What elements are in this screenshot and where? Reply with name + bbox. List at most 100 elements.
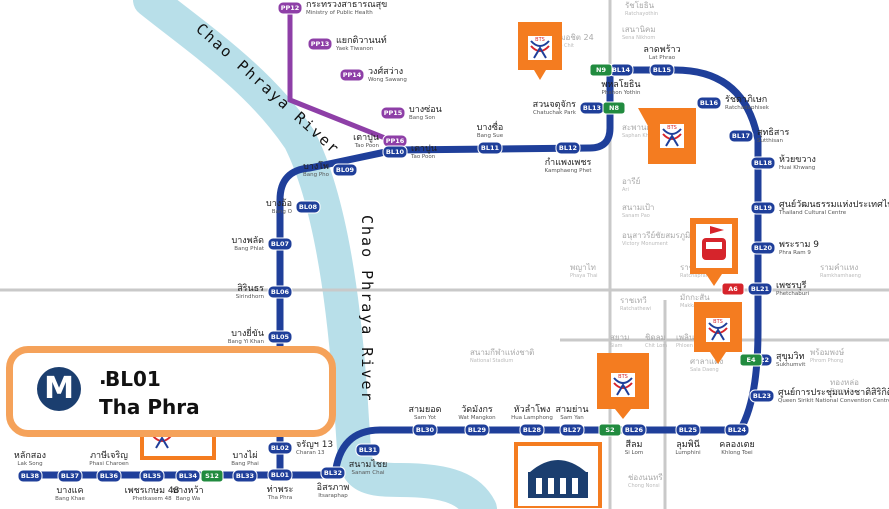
station-label-en: Chatuchak Park: [533, 110, 577, 116]
station-code-badge: BL21: [751, 285, 770, 293]
station-code-badge: BL33: [236, 472, 254, 480]
station-code-badge: PP13: [311, 40, 330, 48]
station-label-th: สามย่าน: [556, 405, 589, 415]
station-code-badge: BL15: [653, 66, 672, 74]
background-label-en: Ratchayothin: [625, 11, 658, 17]
background-station: พร้อมพงษ์Phrom Phong: [810, 347, 844, 364]
bts-callout-chatuchak: [518, 22, 562, 80]
station-label-en: Bang Yi Khan: [228, 339, 265, 345]
background-label-en: Sanam Pao: [622, 213, 650, 219]
interchange-badge-a6: A6: [721, 282, 745, 296]
background-label-th: เสนานิคม: [622, 25, 656, 34]
station-label-th: อิสรภาพ: [317, 482, 350, 493]
station-code-badge: BL08: [299, 203, 318, 211]
background-station: ราชเทวีRatchathewi: [620, 296, 651, 312]
station-label-th: สนามไชย: [349, 459, 388, 470]
background-label-th: ศาลาแดง: [690, 357, 723, 366]
background-label-en: Ratchathewi: [620, 306, 651, 312]
background-label-en: Saphan Khwai: [622, 133, 657, 139]
station-label-th: ห้วยขวาง: [779, 154, 816, 165]
station-code-badge: BL31: [359, 446, 378, 454]
station-code-badge: BL19: [754, 204, 773, 212]
background-station: สนามกีฬาแห่งชาติNational Stadium: [470, 348, 534, 364]
interchange-code: E4: [747, 356, 756, 364]
station-code-badge: BL01: [271, 471, 290, 479]
station-label-en: Phetkasem 48: [132, 496, 172, 502]
station-label-th: พระราม 9: [779, 240, 819, 250]
station-label-en: Wat Mangkon: [458, 415, 496, 421]
station-code-badge: BL30: [416, 426, 435, 434]
station-label-en: Huai Khwang: [779, 165, 815, 171]
background-label-en: Phloen Chit: [676, 343, 705, 349]
background-label-th: มักกะสัน: [680, 293, 710, 302]
station-label-th: สุทธิสาร: [757, 127, 789, 138]
background-label-en: Siam: [610, 343, 623, 349]
station-label-en: Bang Wa: [176, 496, 200, 502]
interchange-code: N9: [596, 66, 606, 74]
station-label-th: รัชดาภิเษก: [725, 94, 767, 105]
station-label-en: Kamphaeng Phet: [544, 168, 592, 174]
station-label-th: ลาดพร้าว: [643, 44, 680, 55]
station-label-en: Bang Phai: [231, 461, 259, 467]
background-label-th: ช่องนนทรี: [628, 473, 663, 482]
background-label-en: Ramkhamhaeng: [820, 273, 861, 279]
station-label-en: Bang Khae: [55, 496, 85, 502]
station-label-th: วัดมังกร: [461, 405, 493, 415]
station-label-en: Si Lom: [625, 450, 643, 456]
station-label-th: บางยี่ขัน: [231, 326, 264, 339]
station-code-badge: BL13: [583, 104, 601, 112]
station-label-en: Tao Poon: [410, 154, 436, 160]
station-code-badge: BL06: [271, 288, 290, 296]
station-label-en: Bang Son: [409, 115, 436, 121]
station-label-en: Ratchadaphisek: [725, 105, 770, 111]
station-label-en: Hua Lamphong: [511, 415, 553, 421]
station-code-badge: BL37: [61, 472, 79, 480]
background-label-th: หมอชิต 24: [555, 33, 594, 42]
station-label-en: Lumphini: [675, 450, 701, 456]
background-label-th: อารีย์: [622, 176, 640, 186]
